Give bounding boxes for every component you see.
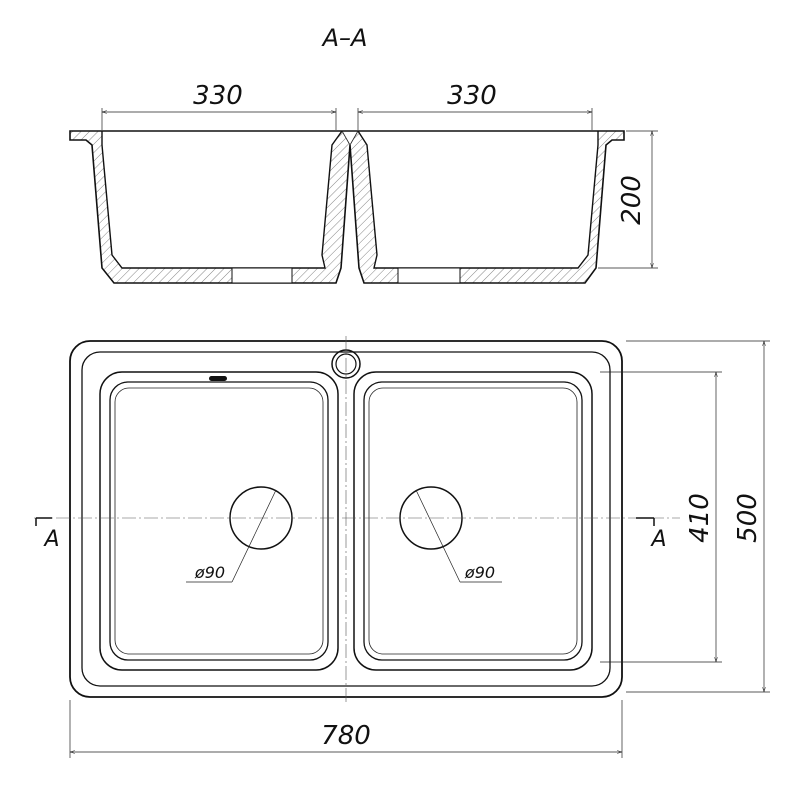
dim-bowl-width-right: 330 xyxy=(447,81,497,111)
section-wall-right xyxy=(350,131,624,283)
right-bowl-floor xyxy=(368,387,578,655)
section-marker-right: A xyxy=(649,527,666,552)
plan-view: A A ø90 ø90 410 500 780 xyxy=(34,336,770,758)
overflow-slot xyxy=(209,376,227,381)
section-drain-left xyxy=(231,267,293,284)
left-bowl-outer xyxy=(99,371,339,671)
section-view: 330 330 200 xyxy=(69,81,658,284)
right-bowl-inner xyxy=(363,381,583,661)
dim-bowl-depth: 410 xyxy=(685,493,715,543)
dim-depth: 200 xyxy=(617,175,647,225)
sink-inner-rim xyxy=(81,351,611,687)
section-drain-right xyxy=(397,267,461,284)
section-title: A–A xyxy=(321,24,368,52)
right-bowl-outer xyxy=(353,371,593,671)
left-bowl-inner xyxy=(109,381,329,661)
section-marker-left: A xyxy=(42,527,59,552)
dim-bowl-width-left: 330 xyxy=(193,81,243,111)
left-bowl-floor xyxy=(114,387,324,655)
section-wall-left xyxy=(70,131,350,283)
dim-drain-left: ø90 xyxy=(194,563,225,582)
dim-total-width: 780 xyxy=(321,721,371,751)
dim-drain-right: ø90 xyxy=(464,563,495,582)
drain-left xyxy=(229,486,293,550)
dim-total-depth: 500 xyxy=(733,493,763,543)
